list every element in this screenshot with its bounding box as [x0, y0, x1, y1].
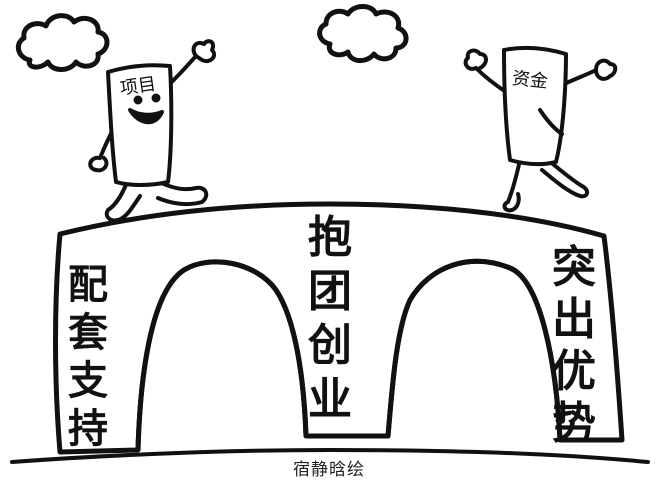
funds-character — [463, 45, 618, 213]
bridge — [10, 201, 650, 464]
ground-line — [10, 447, 650, 464]
bridge-left-column: 配 套 支 持 — [68, 262, 108, 452]
funds-legs — [502, 158, 589, 213]
right-col-char-4: 势 — [552, 398, 596, 449]
funds-left-arm — [463, 48, 508, 94]
right-col-char-1: 突 — [552, 242, 596, 293]
center-col-char-2: 团 — [308, 266, 352, 317]
right-cloud — [317, 4, 409, 63]
left-col-char-2: 套 — [68, 310, 108, 356]
center-col-char-3: 创 — [308, 320, 352, 371]
center-col-char-1: 抱 — [308, 212, 352, 263]
center-col-char-4: 业 — [308, 374, 352, 425]
bridge-center-column: 抱 团 创 业 — [308, 212, 352, 425]
right-col-char-3: 优 — [552, 346, 596, 397]
artist-credit: 宿静晗绘 — [293, 460, 365, 480]
right-arch — [385, 258, 563, 441]
bridge-right-column: 突 出 优 势 — [552, 242, 596, 449]
project-smile — [128, 108, 164, 125]
project-label: 项目 — [119, 74, 158, 100]
funds-body — [502, 45, 568, 167]
right-col-char-2: 出 — [552, 294, 596, 345]
funds-right-arm — [558, 58, 618, 88]
funds-label: 资金 — [511, 68, 549, 93]
left-col-char-3: 支 — [68, 358, 108, 404]
left-col-char-4: 持 — [68, 406, 108, 452]
left-cloud — [15, 13, 110, 72]
project-legs — [104, 176, 209, 223]
left-col-char-1: 配 — [68, 262, 108, 308]
project-character — [88, 39, 217, 223]
left-arch — [135, 259, 309, 451]
